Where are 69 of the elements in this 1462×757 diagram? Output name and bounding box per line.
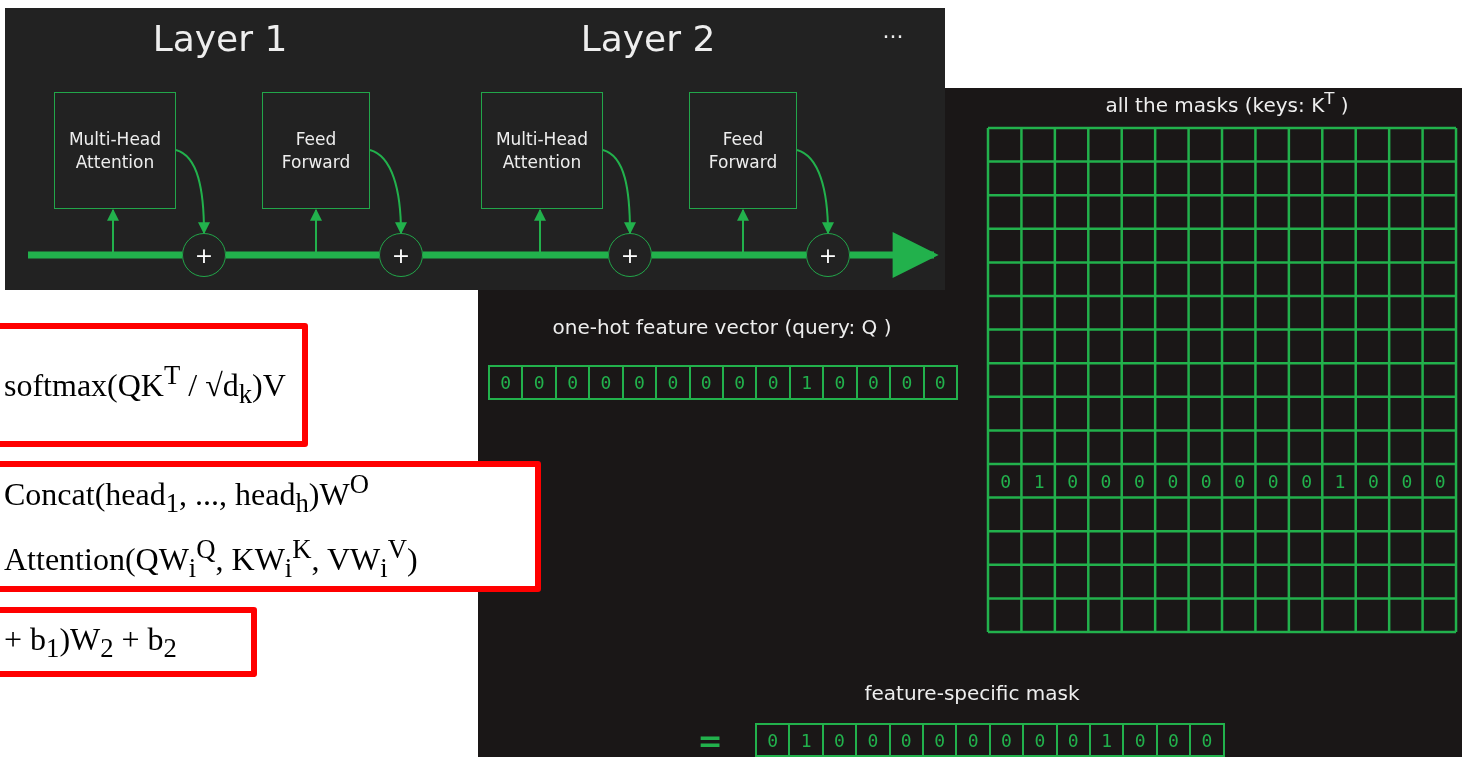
arrow: [107, 208, 119, 253]
cell-value: 0: [999, 470, 1013, 495]
vector-cell: 0: [888, 723, 924, 757]
vector-cell: 0: [1189, 723, 1225, 757]
vector-title: one-hot feature vector (query: Q ): [552, 315, 892, 339]
vector-cell: 0: [722, 365, 758, 400]
cell-value: 0: [1099, 470, 1113, 495]
layer-title: Layer 1: [152, 17, 288, 59]
vector-cell: 1: [788, 723, 824, 757]
arrow: [602, 149, 636, 235]
cell-value: 0: [1367, 470, 1380, 495]
cell-value: 1: [1032, 470, 1046, 495]
cell-value: 0: [1133, 470, 1146, 495]
vector-cell: 0: [821, 723, 858, 757]
process-box: Feed Forward: [689, 92, 797, 209]
vector-cell: 0: [988, 723, 1025, 757]
formula-text: Concat(head$_{1}$, ..., head$_{h}$)W$^{O}$: [4, 468, 370, 521]
vector-title: feature-specific mask: [864, 681, 1080, 705]
formula-box: [0, 461, 541, 592]
formula-text: Attention(QW$_{i}$$^{Q}$, KW$_{i}$$^{K}$, VW$_{i}$$^{V}$): [4, 532, 419, 585]
vector-cell: 0: [822, 365, 858, 400]
vector-cell: 0: [855, 365, 892, 400]
cell-value: 0: [1433, 470, 1447, 495]
cell-value: 0: [1300, 470, 1313, 495]
cell-value: 0: [1400, 470, 1414, 495]
equals-sign: =: [697, 722, 723, 757]
vector-cell: 0: [1055, 723, 1091, 757]
vector-cell: 0: [755, 365, 791, 400]
vector-cell: 0: [889, 365, 925, 400]
vector-cell: 1: [788, 365, 825, 400]
arrow: [534, 208, 546, 253]
vector-cell: 0: [955, 723, 991, 757]
vector-cell: 1: [1089, 723, 1125, 757]
arrow: [175, 149, 210, 235]
cell-value: 0: [1166, 470, 1180, 495]
cell-value: 0: [1233, 470, 1247, 495]
vector-cell: 0: [588, 365, 624, 400]
vector-cell: 0: [521, 365, 557, 400]
vector-cell: 0: [488, 365, 524, 400]
grid-title: all the masks (keys: K$^{T}$ ): [1105, 89, 1349, 117]
cell-value: 0: [1066, 470, 1079, 495]
arrow: [310, 208, 322, 253]
arrow: [796, 149, 834, 235]
layer-title: Layer 2: [580, 17, 716, 59]
arrow: [369, 149, 407, 235]
formula-box: [0, 323, 308, 447]
arrow: [737, 208, 749, 253]
vector-cell: 0: [621, 365, 658, 400]
formula-text: + b$_{1}$)W$_{2}$ + b$_{2}$: [4, 620, 178, 666]
ellipsis: ...: [882, 17, 904, 43]
vector-cell: 0: [1122, 723, 1158, 757]
cell-value: 0: [1266, 470, 1280, 495]
vector-cell: 0: [922, 365, 958, 400]
cell-value: 1: [1333, 470, 1347, 495]
vector-cell: 0: [655, 365, 691, 400]
vector-cell: 0: [922, 723, 958, 757]
formula-text: softmax(QK$^{T}$ / √d$_{k}$)V: [4, 358, 287, 411]
formula-box: [0, 607, 257, 677]
vector-cell: 0: [688, 365, 724, 400]
vector-cell: 0: [755, 723, 791, 757]
process-box: Multi-Head Attention: [54, 92, 176, 209]
process-box: Multi-Head Attention: [481, 92, 603, 209]
vector-cell: 0: [1022, 723, 1058, 757]
process-box: Feed Forward: [262, 92, 370, 209]
vector-cell: 0: [855, 723, 891, 757]
residual-stream-arrow: [850, 232, 939, 278]
cell-value: 0: [1199, 470, 1213, 495]
vector-cell: 0: [554, 365, 591, 400]
vector-cell: 0: [1155, 723, 1192, 757]
